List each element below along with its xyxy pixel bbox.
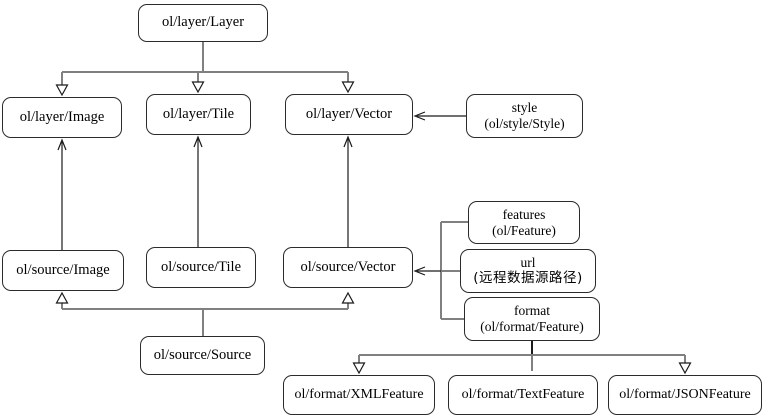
- node-format-line-0: format: [514, 303, 550, 319]
- arrowhead-tri-layer-vector: [341, 81, 355, 94]
- node-source-tile[interactable]: ol/source/Tile: [146, 247, 256, 288]
- node-format-json[interactable]: ol/format/JSONFeature: [608, 375, 762, 415]
- node-features[interactable]: features(ol/Feature): [468, 201, 580, 244]
- node-format-json-line-0: ol/format/JSONFeature: [619, 386, 751, 402]
- node-format-text-line-0: ol/format/TextFeature: [461, 386, 585, 402]
- node-layer-layer-line-0: ol/layer/Layer: [161, 14, 245, 31]
- arrowhead-open-attr-vector: [413, 266, 426, 276]
- node-layer-vector[interactable]: ol/layer/Vector: [285, 94, 413, 135]
- arrowhead-open-style-vector: [413, 111, 426, 121]
- node-source-image-line-0: ol/source/Image: [16, 261, 110, 278]
- node-url-line-1: (远程数据源路径): [473, 270, 583, 286]
- arrowhead-tri-source-vector: [341, 291, 355, 304]
- arrowhead-open-layer-tile: [193, 135, 203, 148]
- node-source-vector[interactable]: ol/source/Vector: [283, 247, 413, 288]
- arrowhead-open-layer-vector: [343, 135, 353, 148]
- node-format-text[interactable]: ol/format/TextFeature: [448, 375, 598, 415]
- node-source-source-line-0: ol/source/Source: [153, 346, 252, 363]
- node-layer-image[interactable]: ol/layer/Image: [2, 97, 122, 138]
- arrowhead-tri-source-image: [55, 291, 69, 304]
- arrowhead-open-layer-image: [57, 138, 67, 151]
- node-url[interactable]: url(远程数据源路径): [460, 249, 596, 293]
- node-format-xml[interactable]: ol/format/XMLFeature: [283, 375, 435, 415]
- node-format-line-1: (ol/format/Feature): [480, 319, 584, 334]
- arrowhead-tri-layer-tile: [191, 81, 205, 94]
- node-format-xml-line-0: ol/format/XMLFeature: [294, 386, 424, 402]
- node-source-source[interactable]: ol/source/Source: [140, 336, 265, 375]
- node-layer-layer[interactable]: ol/layer/Layer: [138, 4, 268, 42]
- node-layer-vector-line-0: ol/layer/Vector: [305, 105, 393, 122]
- arrowhead-tri-layer-image: [55, 84, 69, 97]
- node-style-line-0: style: [511, 100, 538, 116]
- arrowhead-tri-format-xml: [352, 362, 366, 375]
- node-source-vector-line-0: ol/source/Vector: [300, 258, 396, 275]
- node-style-line-1: (ol/style/Style): [484, 116, 565, 131]
- node-layer-tile[interactable]: ol/layer/Tile: [146, 94, 251, 135]
- node-features-line-0: features: [502, 206, 546, 222]
- arrowhead-layer: [55, 81, 692, 375]
- node-layer-image-line-0: ol/layer/Image: [19, 108, 105, 125]
- node-features-line-1: (ol/Feature): [492, 222, 556, 238]
- arrowhead-tri-format-json: [678, 362, 692, 375]
- node-layer-tile-line-0: ol/layer/Tile: [162, 105, 235, 122]
- node-style[interactable]: style(ol/style/Style): [466, 94, 583, 138]
- node-url-line-0: url: [520, 255, 536, 271]
- node-source-image[interactable]: ol/source/Image: [2, 250, 124, 291]
- node-format[interactable]: format(ol/format/Feature): [464, 297, 600, 341]
- node-source-tile-line-0: ol/source/Tile: [160, 258, 242, 275]
